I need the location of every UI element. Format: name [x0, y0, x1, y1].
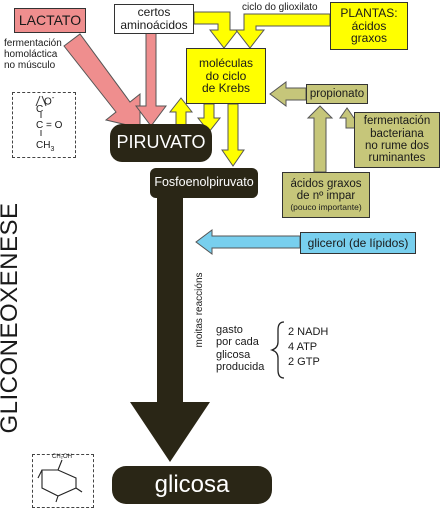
acidos-impar-label: ácidos graxos de nº impar — [290, 178, 362, 203]
moitas-reaccions-label: moitas reaccións — [194, 272, 205, 348]
piruvato-box: PIRUVATO — [110, 124, 212, 162]
cost-nadh: 2 NADH — [288, 326, 329, 338]
pyruvate-carboxyl-o: O — [44, 96, 52, 108]
gasto-label: gasto por cada glicosa producida — [216, 324, 265, 373]
glicosa-box: glicosa — [112, 466, 272, 504]
fermentacion-bacteriana-box: fermentación bacteriana no rume dos rumi… — [354, 112, 440, 168]
acidos-propionato-arrow — [306, 105, 334, 173]
cost-brace — [269, 321, 285, 379]
glioxilato-arrow — [234, 13, 331, 49]
glucose-ch2oh: CH₂OH — [52, 454, 72, 460]
glicosa-label: glicosa — [154, 471, 230, 499]
aminoacidos-box: certos aminoácidos — [114, 4, 194, 34]
krebs-pep-arrow — [221, 103, 245, 167]
glucose-structure-box — [32, 454, 94, 508]
gluconeogenesis-main-arrow — [130, 190, 210, 462]
lactato-box: LACTATO — [14, 8, 86, 33]
piruvato-label: PIRUVATO — [116, 132, 206, 153]
glicerol-arrow — [195, 229, 301, 255]
fosfoenolpiruvato-box: Fosfoenolpiruvato — [150, 168, 258, 198]
gliconeoxenese-label: GLICONEOXÉNESE — [0, 202, 23, 434]
krebs-box: moléculas do ciclo de Krebs — [186, 48, 266, 104]
aminoacidos-arrow — [135, 32, 167, 127]
acidos-impar-box: ácidos graxos de nº impar (pouco importa… — [282, 172, 370, 218]
pyruvate-formula-lines — [35, 95, 47, 136]
propionato-label: propionato — [309, 87, 365, 100]
glicerol-label: glicerol (de lípidos) — [307, 235, 409, 250]
pyruvate-carboxyl-charge: - — [51, 93, 55, 102]
pyruvate-methyl-subscript: 3 — [50, 146, 55, 153]
glucose-ring — [37, 459, 83, 503]
acidos-impar-note: (pouco importante) — [290, 201, 362, 212]
aminoacidos-krebs-arrow — [193, 11, 240, 49]
glicerol-box: glicerol (de lípidos) — [300, 232, 416, 254]
glioxilato-label: ciclo do glioxilato — [242, 2, 318, 13]
propionato-box: propionato — [306, 84, 368, 104]
plantas-label: PLANTAS: ácidos graxos — [340, 5, 398, 46]
pyruvate-keto: C = O — [36, 120, 63, 131]
aminoacidos-label: certos aminoácidos — [120, 5, 188, 32]
pyruvate-carbon: C — [36, 104, 44, 115]
pyruvate-carboxyl: O- — [44, 93, 55, 108]
fosfoenolpiruvato-label: Fosfoenolpiruvato — [154, 175, 254, 190]
cost-gtp: 2 GTP — [288, 356, 320, 368]
propionato-krebs-arrow — [269, 81, 307, 107]
pyruvate-methyl: CH3 — [36, 140, 54, 154]
pyruvate-formula-box — [12, 92, 76, 158]
plantas-box: PLANTAS: ácidos graxos — [330, 2, 408, 50]
krebs-label: moléculas do ciclo de Krebs — [198, 55, 254, 96]
fermentacion-homolactica-label: fermentación homoláctica no músculo — [4, 38, 62, 72]
fermentacion-bacteriana-label: fermentación bacteriana no rume dos rumi… — [363, 115, 431, 165]
lactato-label: LACTATO — [18, 11, 82, 28]
cost-atp: 4 ATP — [288, 341, 318, 353]
pyruvate-methyl-ch: CH — [36, 140, 51, 151]
